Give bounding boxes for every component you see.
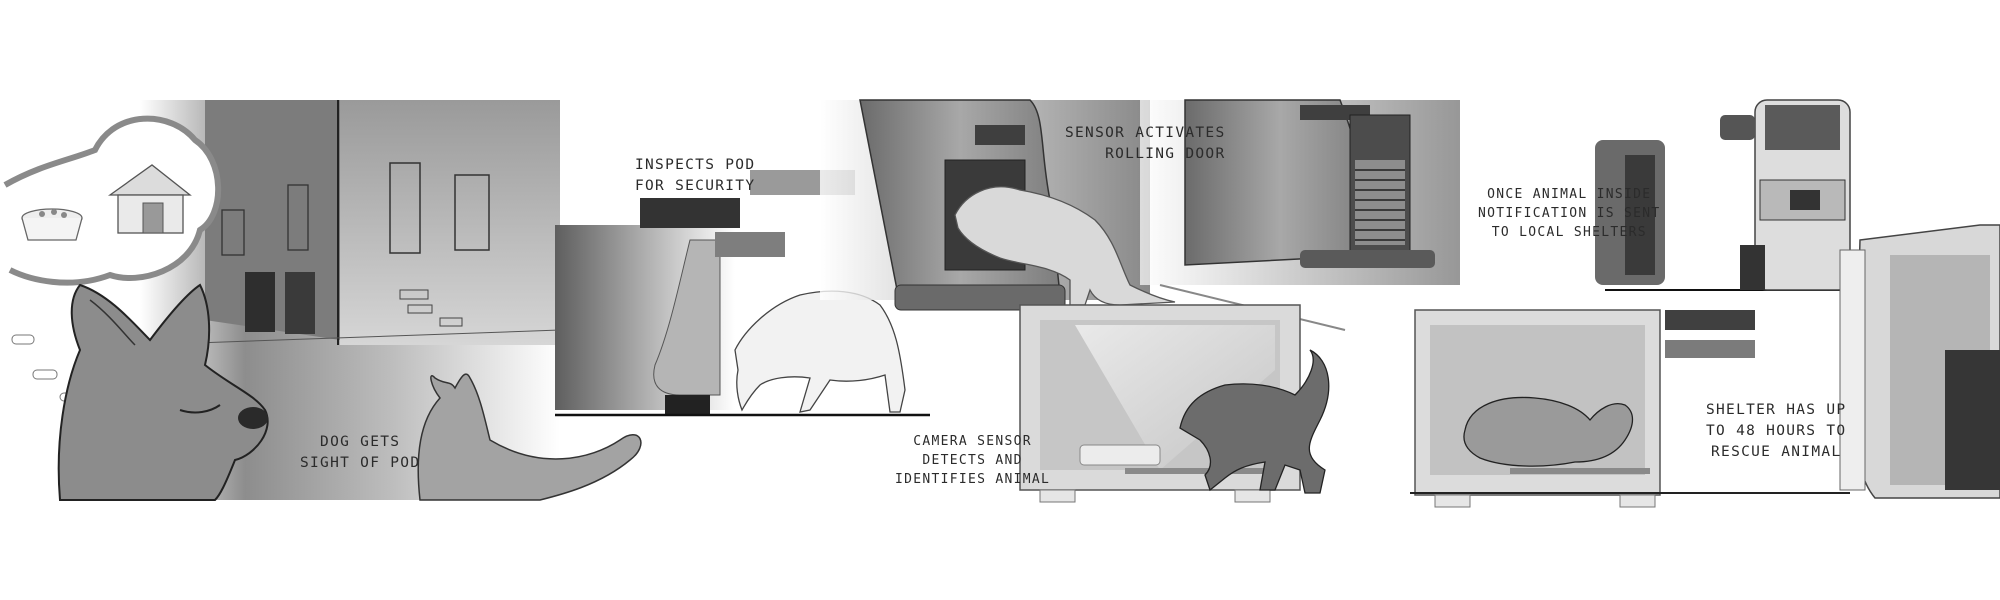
sniffing-dog (734, 290, 906, 413)
caption-line: DOG GETS (320, 434, 401, 450)
resting-cutaway (1410, 309, 1850, 508)
distant-pods (245, 272, 315, 334)
dog-being-scanned (1179, 349, 1330, 494)
camera-cutaway (1019, 304, 1330, 503)
caption-inspects-pod: INSPECTS POD FOR SECURITY (635, 155, 755, 197)
food-bowl-icon (21, 208, 83, 241)
caption-camera-sensor: CAMERA SENSOR DETECTS AND IDENTIFIES ANI… (895, 432, 1050, 489)
caption-line: INSPECTS POD (635, 157, 756, 173)
caption-line: NOTIFICATION IS SENT (1478, 206, 1661, 221)
caption-line: SENSOR ACTIVATES (1065, 125, 1226, 141)
rolling-door (1355, 160, 1405, 245)
caption-dog-gets-sight: DOG GETS SIGHT OF POD (300, 432, 420, 474)
caption-line: TO LOCAL SHELTERS (1491, 225, 1647, 240)
caption-line: ROLLING DOOR (1105, 146, 1226, 162)
inspect-panel (555, 170, 930, 417)
dog-back-view (417, 373, 642, 501)
caption-line: FOR SECURITY (635, 178, 756, 194)
dog-head-closeup (57, 283, 269, 501)
shelter-pickup-scene (1595, 99, 2000, 499)
caption-line: CAMERA SENSOR (913, 434, 1032, 449)
thought-bubble (3, 115, 222, 402)
sleeping-dog (1463, 396, 1634, 467)
rescue-van-front (1720, 99, 1851, 291)
caption-line: ONCE ANIMAL INSIDE (1487, 187, 1652, 202)
caption-line: IDENTIFIES ANIMAL (895, 472, 1051, 487)
caption-sensor-activates: SENSOR ACTIVATES ROLLING DOOR (1065, 123, 1225, 165)
caption-shelter: SHELTER HAS UP TO 48 HOURS TO RESCUE ANI… (1706, 400, 1846, 463)
caption-line: DETECTS AND (922, 453, 1023, 468)
caption-line: SIGHT OF POD (300, 455, 421, 471)
rescue-van-open (1839, 224, 2000, 499)
caption-line: TO 48 HOURS TO (1706, 423, 1847, 439)
dog-entering-pod (954, 186, 1176, 306)
caption-line: RESCUE ANIMAL (1711, 444, 1842, 460)
doghouse-icon (107, 164, 192, 234)
pod-entry-scene (820, 99, 1176, 311)
caption-notification: ONCE ANIMAL INSIDE NOTIFICATION IS SENT … (1478, 185, 1661, 242)
caption-line: SHELTER HAS UP (1706, 402, 1847, 418)
